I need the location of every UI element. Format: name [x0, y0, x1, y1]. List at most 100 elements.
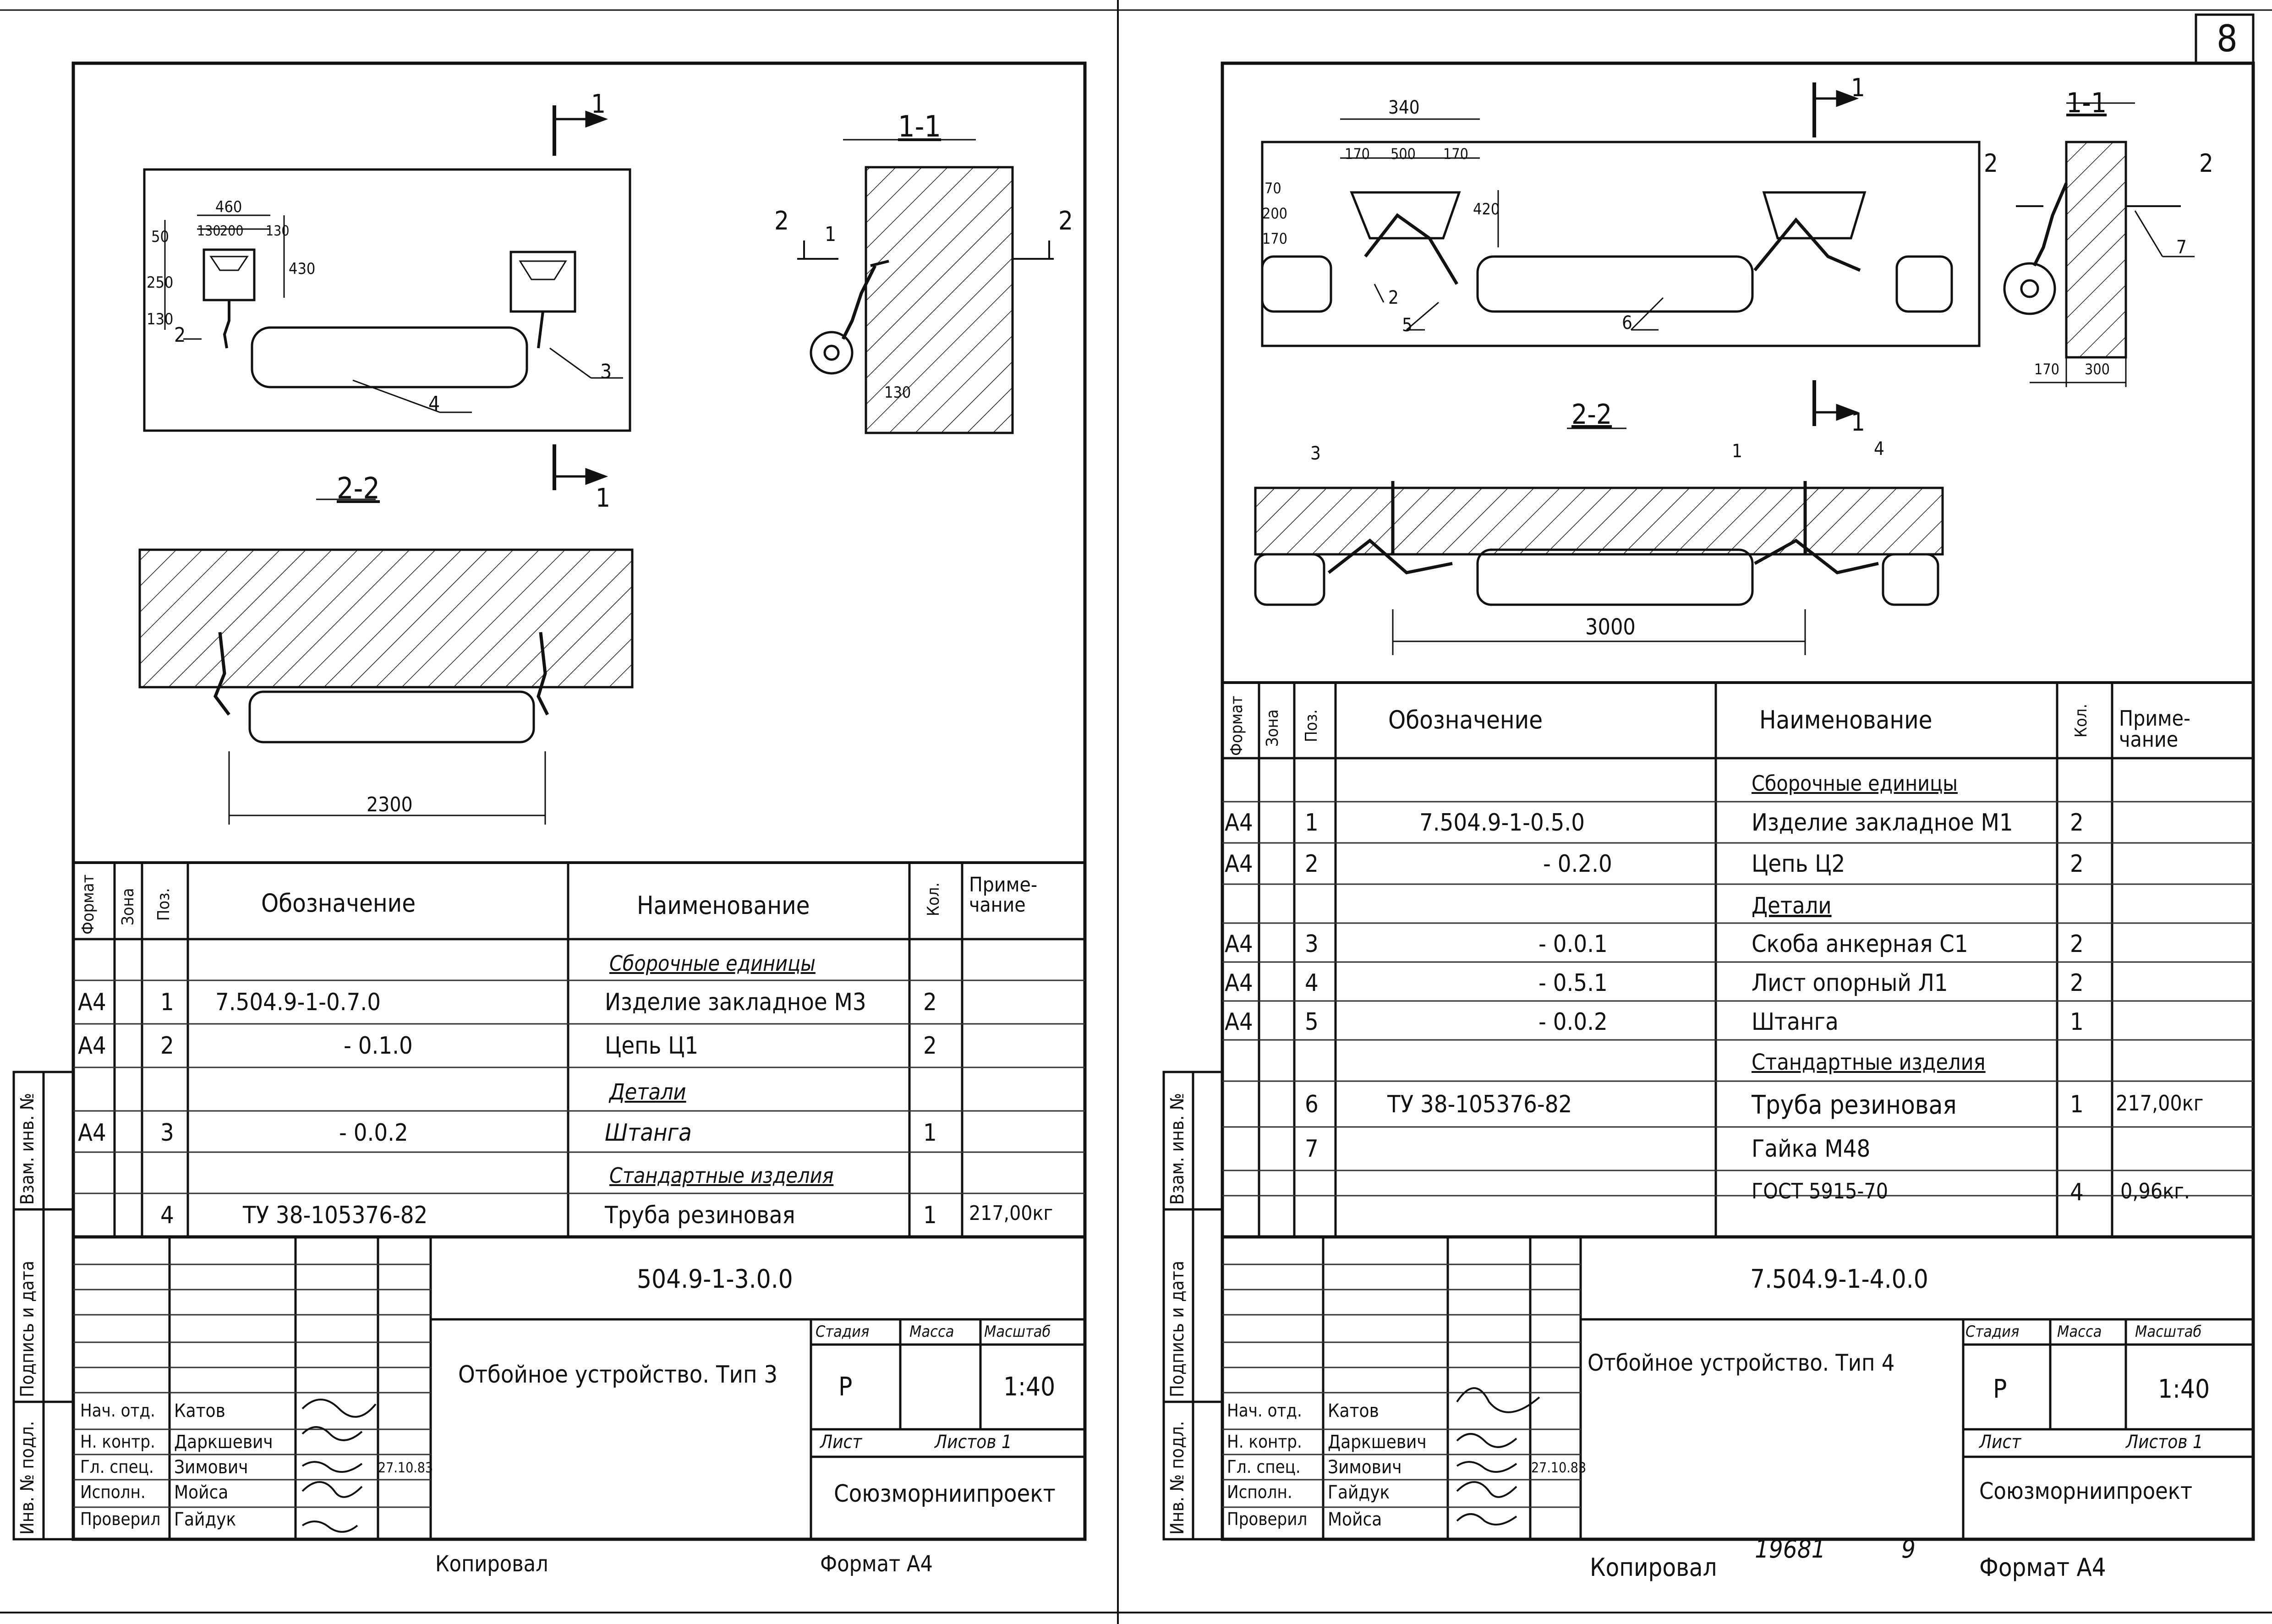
left-plan-view [143, 105, 631, 490]
right-cut-2-right: 2 [2199, 149, 2213, 178]
table-row: Детали [73, 1067, 1085, 1111]
right-organization: Союзморниипроект [1979, 1478, 2193, 1504]
left-dim-130c: 130 [884, 383, 911, 402]
row-pos: 2 [160, 1032, 174, 1060]
group-heading: Детали [1752, 892, 1832, 919]
row-name: Гайка М48 [1752, 1135, 1871, 1163]
right-stamp-inv: Инв. № подл. [1167, 1421, 1188, 1535]
table-row: Сборочные единицы [1222, 758, 2253, 802]
table-row: ГОСТ 5915-70 4 0,96кг. [1222, 1170, 2253, 1212]
right-hdr-designation: Обозначение [1388, 705, 1543, 734]
row-qty: 2 [2070, 930, 2084, 958]
left-scale-header: Масштаб [984, 1323, 1051, 1341]
right-cut-1-top: 1 [1851, 73, 1865, 102]
right-leader-5: 5 [1402, 315, 1412, 336]
row-pos: 3 [160, 1119, 174, 1147]
right-mass-header: Масса [2057, 1323, 2102, 1341]
left-section-title-2-2: 2-2 [337, 472, 380, 506]
row-designation: 7.504.9-1-0.7.0 [215, 989, 381, 1016]
right-stage-value: Р [1993, 1374, 2007, 1404]
signer-role: Исполн. [80, 1482, 146, 1502]
row-name: Цепь Ц1 [605, 1032, 699, 1060]
signer-name: Зимович [174, 1457, 248, 1478]
right-dim-340: 340 [1388, 97, 1420, 118]
left-footer-copied: Копировал [435, 1551, 548, 1577]
row-pos: 3 [1305, 930, 1319, 958]
right-footer-format: Формат А4 [1979, 1553, 2106, 1582]
right-leader-3: 3 [1310, 443, 1321, 464]
left-section-title-1-1: 1-1 [898, 110, 942, 144]
row-format: А4 [1225, 809, 1253, 837]
left-scale-value: 1:40 [1003, 1372, 1056, 1402]
left-footer-format: Формат А4 [820, 1551, 933, 1577]
right-dim-420: 420 [1473, 200, 1500, 219]
left-stamp-sign-date: Подпись и дата [17, 1260, 38, 1397]
left-hdr-designation: Обозначение [261, 889, 416, 918]
left-hdr-pos: Поз. [154, 888, 173, 921]
right-sheet-label: Лист [1979, 1432, 2021, 1453]
row-name: Скоба анкерная С1 [1752, 930, 1968, 958]
left-cut-2-left: 2 [774, 206, 789, 236]
row-format: А4 [1225, 930, 1253, 958]
row-qty: 1 [923, 1202, 937, 1229]
left-stage-header: Стадия [816, 1323, 870, 1341]
left-cut-2-right: 2 [1058, 206, 1073, 236]
right-sheets-label: Листов 1 [2126, 1432, 2203, 1453]
row-pos: 5 [1305, 1008, 1319, 1036]
left-dim-v-50: 50 [151, 228, 169, 246]
row-pos: 7 [1305, 1135, 1319, 1163]
left-hdr-qty: Кол. [924, 882, 943, 916]
right-dim-v-70: 70 [1265, 180, 1281, 197]
right-section-2-2 [1254, 427, 1944, 655]
right-dim-300: 300 [2085, 361, 2110, 378]
signer-role: Н. контр. [80, 1432, 155, 1452]
left-hdr-name: Наименование [637, 891, 810, 920]
row-pos: 6 [1305, 1091, 1319, 1118]
right-leader-2: 2 [1388, 287, 1399, 308]
left-date: 27.10.83 [378, 1460, 433, 1476]
table-row: А4 3 - 0.0.2 Штанга 1 [73, 1111, 1085, 1154]
left-dim-430: 430 [289, 260, 316, 278]
table-row: 7 Гайка М48 [1222, 1127, 2253, 1170]
right-leader-7: 7 [2176, 237, 2187, 258]
right-section-1-1 [2003, 102, 2195, 387]
row-pos: 2 [1305, 850, 1319, 878]
left-leader-2: 2 [174, 323, 186, 347]
signer-role: Исполн. [1227, 1482, 1292, 1502]
row-designation: - 0.0.1 [1538, 930, 1608, 958]
row-qty: 2 [2070, 850, 2084, 878]
left-dim-130b: 130 [266, 223, 290, 239]
left-hdr-zone: Зона [119, 888, 137, 925]
left-section-2-2 [138, 498, 634, 825]
row-qty: 1 [923, 1119, 937, 1147]
row-designation: ТУ 38-105376-82 [243, 1202, 428, 1229]
row-qty: 1 [2070, 1008, 2084, 1036]
row-qty: 2 [923, 1032, 937, 1060]
right-date: 27.10.83 [1531, 1460, 1587, 1476]
row-name: Труба резиновая [1752, 1090, 1957, 1120]
right-dim-3000: 3000 [1585, 614, 1636, 640]
right-hdr-note: Приме-чание [2119, 706, 2190, 752]
left-hdr-format: Формат [79, 874, 98, 935]
row-format: А4 [78, 1119, 106, 1147]
left-sheet-label: Лист [820, 1432, 862, 1453]
left-sheets-label: Листов 1 [935, 1432, 1012, 1453]
row-note: 217,00кг [969, 1202, 1053, 1225]
left-dim-v-250: 250 [147, 273, 174, 292]
signer-role: Н. контр. [1227, 1432, 1302, 1452]
table-row: Стандартные изделия [73, 1152, 1085, 1193]
right-cut-2-left: 2 [1984, 149, 1998, 178]
left-dim-v-130: 130 [147, 310, 174, 328]
right-footer-copied: Копировал [1590, 1553, 1717, 1582]
left-stamp-replace: Взам. инв. № [17, 1093, 38, 1205]
right-dim-500: 500 [1391, 145, 1416, 163]
row-note: 0,96кг. [2120, 1179, 2190, 1203]
table-row: Сборочные единицы [73, 939, 1085, 980]
signatures [301, 1387, 1540, 1533]
signer-name: Катов [174, 1400, 225, 1422]
row-name: ГОСТ 5915-70 [1752, 1179, 1889, 1203]
table-row: А4 1 7.504.9-1-0.7.0 Изделие закладное М… [73, 980, 1085, 1024]
right-dim-170c: 170 [2034, 361, 2059, 378]
right-leader-6: 6 [1622, 312, 1632, 334]
